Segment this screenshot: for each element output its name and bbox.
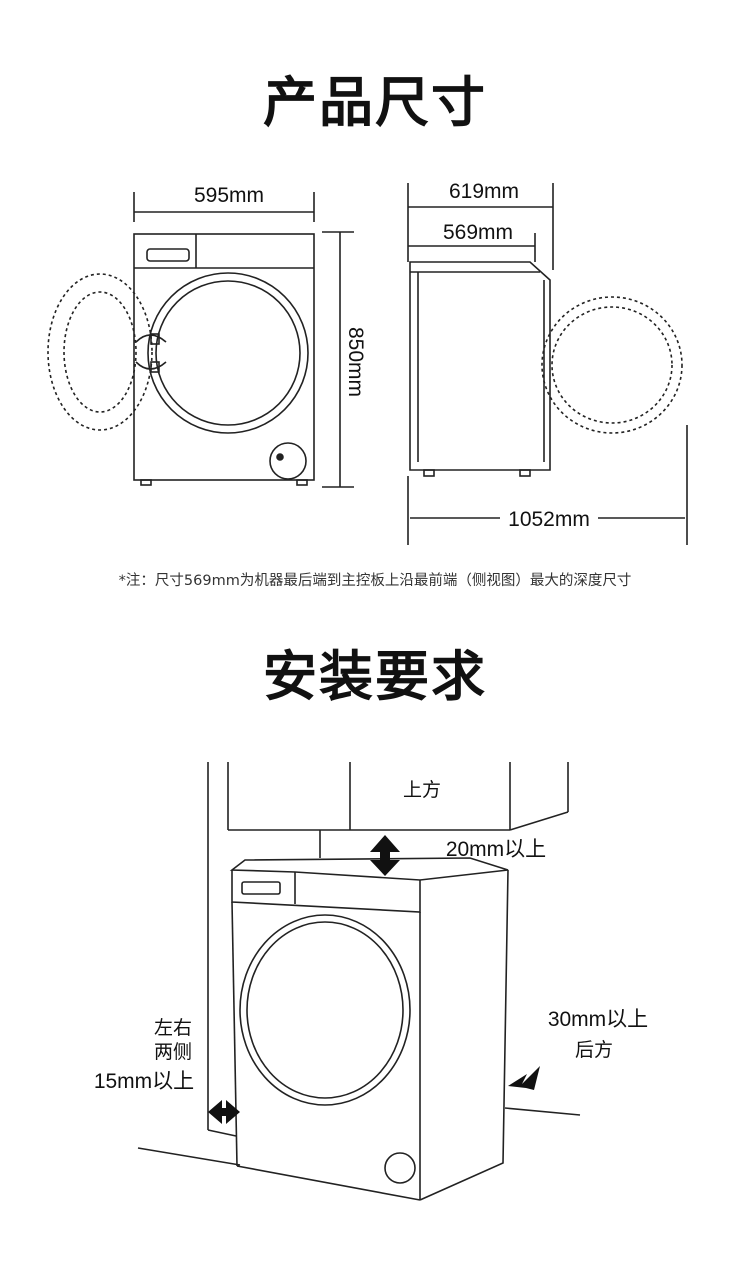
- front-body-outline: [133, 233, 315, 481]
- section-title-dimensions: 产品尺寸: [263, 71, 487, 134]
- top-clearance-arrow-icon: [370, 835, 400, 876]
- front-control-panel: [146, 248, 190, 262]
- side-view: [407, 183, 688, 545]
- side-clearance-label: 15mm以上: [94, 1070, 194, 1093]
- front-drain-knob: [269, 442, 307, 480]
- back-label: 后方: [575, 1039, 613, 1061]
- section-title-installation: 安装要求: [263, 645, 487, 708]
- front-door-circle: [147, 272, 309, 434]
- side-label-line-2: 两侧: [154, 1041, 192, 1063]
- height-dimension-label: 850mm: [344, 327, 367, 397]
- machine-door: [239, 914, 411, 1106]
- machine-drain-knob: [384, 1152, 416, 1184]
- machine-control-panel: [241, 881, 281, 895]
- side-body-outline: [409, 261, 551, 471]
- depth-door-open-label: 1052mm: [508, 508, 590, 531]
- front-open-door-dashed: [47, 273, 153, 431]
- back-clearance-arrow-icon: [508, 1066, 540, 1090]
- width-dimension-label: 595mm: [194, 184, 264, 207]
- depth-total-label: 619mm: [449, 180, 519, 203]
- machine-side: [419, 869, 509, 1201]
- dimension-note: *注：尺寸569mm为机器最后端到主控板上沿最前端（侧视图）最大的深度尺寸: [118, 573, 632, 589]
- back-clearance-label: 30mm以上: [548, 1008, 648, 1031]
- depth-body-label: 569mm: [443, 221, 513, 244]
- top-clearance-label: 20mm以上: [446, 838, 546, 861]
- machine-top: [229, 857, 509, 881]
- side-clearance-arrow-icon: [208, 1100, 240, 1124]
- side-open-door-dashed: [541, 296, 683, 434]
- front-view: [47, 192, 354, 488]
- side-label-line-1: 左右: [154, 1017, 192, 1039]
- top-label: 上方: [403, 779, 441, 801]
- installation-diagram: [137, 762, 581, 1201]
